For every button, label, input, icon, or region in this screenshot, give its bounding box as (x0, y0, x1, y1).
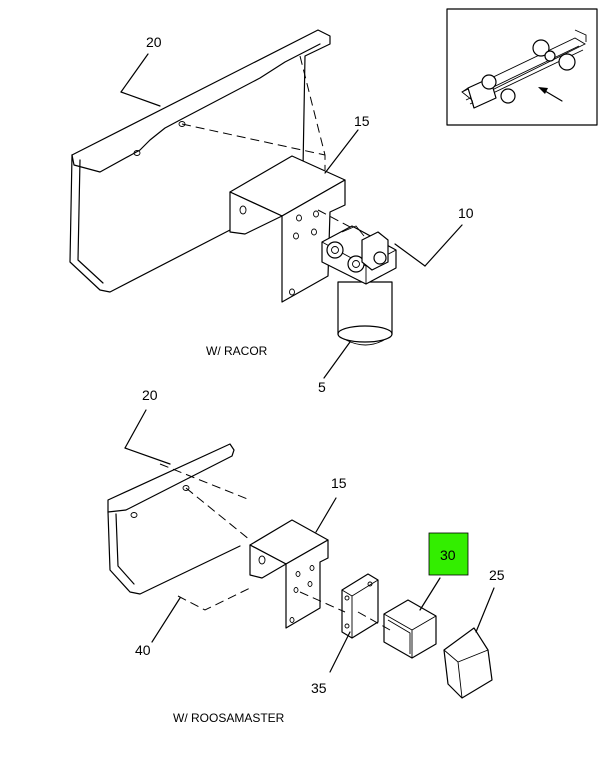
inset-frame (446, 8, 598, 126)
callout-40: 40 (135, 642, 151, 658)
callout-30[interactable]: 30 (440, 547, 456, 563)
callout-20-top: 20 (146, 34, 162, 50)
callout-35: 35 (311, 680, 327, 696)
callout-15-bottom: 15 (331, 475, 347, 491)
caption-roosamaster: W/ ROOSAMASTER (173, 711, 285, 725)
filter-head-30 (383, 599, 437, 659)
cover-25 (443, 627, 493, 699)
callout-5: 5 (318, 379, 326, 395)
leader-lines-bottom (124, 409, 495, 673)
mounting-plate-35 (341, 573, 379, 639)
frame-rail-bottom (107, 443, 241, 595)
hidden-lines-top (181, 55, 353, 229)
caption-racor: W/ RACOR (206, 344, 268, 358)
callout-15-top: 15 (354, 113, 370, 129)
callout-30-highlight[interactable] (428, 532, 469, 576)
callout-25: 25 (489, 567, 505, 583)
leader-lines-top (120, 53, 463, 379)
chassis-sketch (461, 29, 587, 109)
locator-inset (446, 8, 598, 126)
bracket-bottom (249, 519, 329, 629)
bracket-top (229, 155, 346, 303)
hidden-lines-bottom (159, 463, 391, 631)
locator-arrow (538, 87, 563, 102)
callout-10: 10 (458, 205, 474, 221)
fuel-filter-racor (321, 225, 397, 346)
callout-20-bottom: 20 (142, 387, 158, 403)
